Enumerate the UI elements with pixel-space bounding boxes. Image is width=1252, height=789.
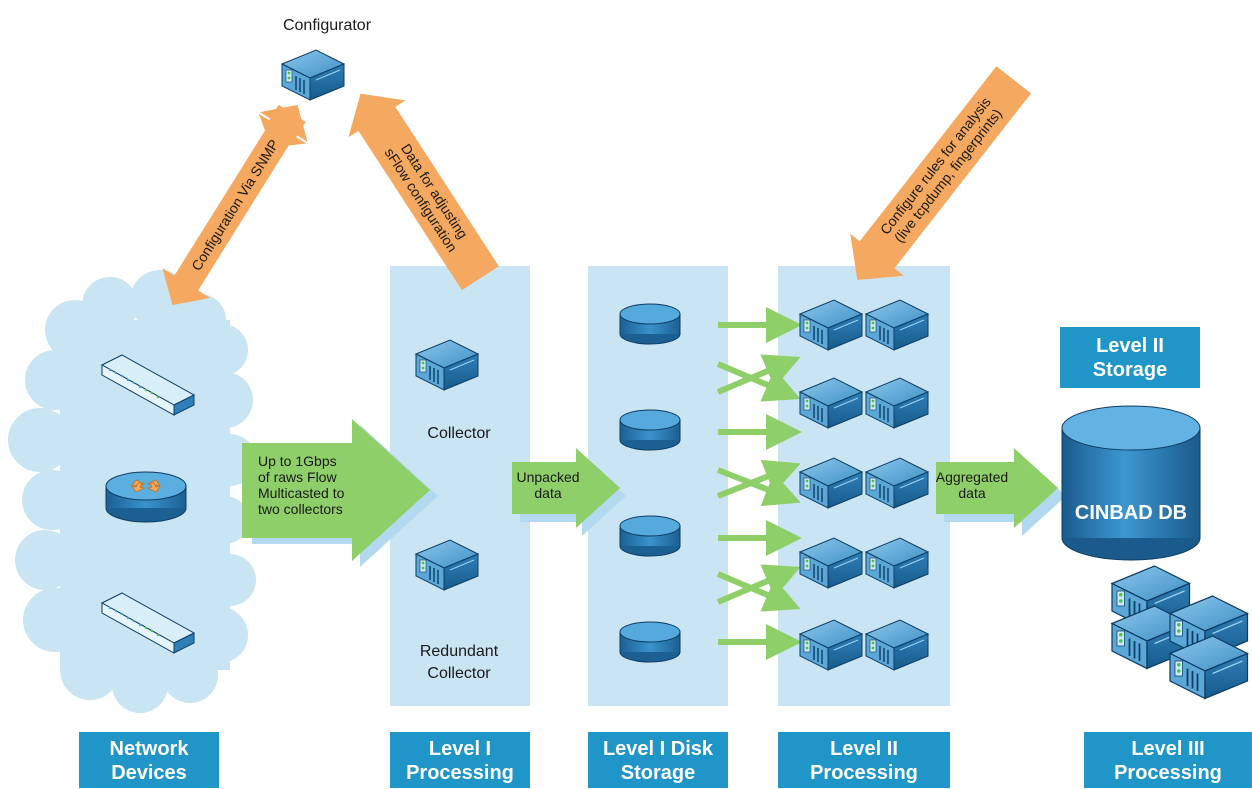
redundant-collector-line-2: Collector [427, 665, 491, 682]
column-label-line-2: Processing [810, 762, 918, 784]
raw-flow-line-4: two collectors [258, 501, 343, 517]
unpacked-line-2: data [534, 485, 561, 501]
aggregated-line-2: data [958, 485, 985, 501]
column-label-line-1: Level I [429, 738, 491, 760]
column-label-line-2: Storage [621, 762, 695, 784]
disk-icon [619, 621, 681, 663]
disk-icon [619, 515, 681, 557]
sflow-adjust-arrow: Data for adjusting sFlow configuration [348, 93, 499, 291]
collector-label: Collector [427, 425, 491, 442]
raw-flow-line-1: Up to 1Gbps [258, 453, 337, 469]
disk-icon [619, 409, 681, 451]
database-label: CINBAD DB [1075, 502, 1187, 524]
snmp-arrow: Configuration Via SNMP [162, 104, 308, 306]
aggregated-arrow: Aggregated data [936, 448, 1066, 536]
rules-arrow: Configure rules for analysis (live tcpdu… [850, 66, 1032, 280]
column-label-line-1: Level I Disk [603, 738, 714, 760]
aggregated-line-1: Aggregated [936, 469, 1008, 485]
column-label-line-1: Level III [1131, 738, 1204, 760]
raw-flow-line-3: Multicasted to [258, 485, 345, 501]
configurator-label: Configurator [283, 17, 372, 34]
column-label-level3-processing: Level III Processing [1084, 732, 1252, 788]
column-label-line-2: Processing [1114, 762, 1222, 784]
snmp-arrow-label: Configuration Via SNMP [188, 137, 282, 274]
storage-badge-line-1: Level II [1096, 335, 1164, 357]
column-label-line-1: Level II [830, 738, 898, 760]
redundant-collector-line-1: Redundant [420, 643, 499, 660]
storage-badge-line-2: Storage [1093, 359, 1167, 381]
column-label-level1-processing: Level I Processing [390, 732, 530, 788]
unpacked-line-1: Unpacked [516, 469, 579, 485]
raw-flow-line-2: of raws Flow [258, 469, 337, 485]
level3-server-cluster [1111, 565, 1249, 700]
database-icon [1061, 405, 1201, 561]
distribution-arrows [716, 307, 802, 660]
router-icon [105, 471, 187, 523]
rules-line-2: (live tcpdump, fingerprints) [891, 106, 1005, 246]
raw-flow-arrow: Up to 1Gbps of raws Flow Multicasted to … [242, 419, 438, 567]
unpacked-arrow: Unpacked data [512, 448, 626, 536]
column-label-level2-processing: Level II Processing [778, 732, 950, 788]
server-icon [281, 49, 345, 101]
column-label-line-2: Processing [406, 762, 514, 784]
column-label-line-1: Network [110, 738, 190, 760]
column-label-line-2: Devices [111, 762, 187, 784]
column-label-level1-disk-storage: Level I Disk Storage [588, 732, 728, 788]
storage-badge [1060, 327, 1200, 388]
disk-icon [619, 303, 681, 345]
column-label-network-devices: Network Devices [79, 732, 219, 788]
